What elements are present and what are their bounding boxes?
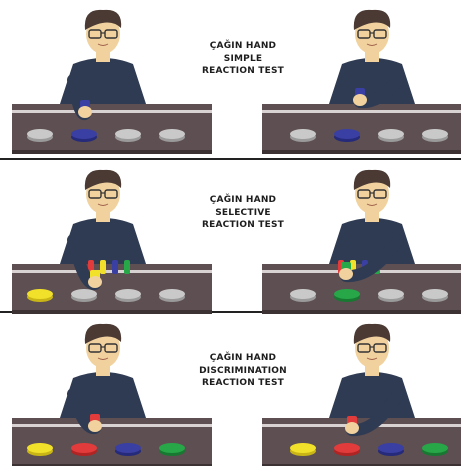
panel-selective [12,170,461,314]
panel-discrimination [12,324,461,466]
pad-blue [71,129,97,139]
hand [339,268,353,280]
panel-divider [0,158,461,160]
peg-blue [112,260,118,274]
caption-line-1: ÇAĞIN HAND [178,40,308,53]
hand [78,106,92,118]
caption-selective: ÇAĞIN HAND SELECTIVE REACTION TEST [178,194,308,232]
table-edge [12,150,212,154]
pad-gray [378,289,404,299]
pad-gray [27,129,53,139]
pad-red [334,443,360,453]
table-rail [12,424,212,427]
peg-yellow [100,260,106,274]
caption-simple: ÇAĞIN HAND SIMPLE REACTION TEST [178,40,308,78]
caption-line-2: SELECTIVE [178,207,308,220]
caption-line-1: ÇAĞIN HAND [178,194,308,207]
table-edge [12,310,212,314]
caption-discrimination: ÇAĞIN HAND DISCRIMINATION REACTION TEST [178,352,308,390]
pad-gray [159,289,185,299]
table-rail [262,110,461,113]
hand [88,420,102,432]
caption-line-2: SIMPLE [178,53,308,66]
pad-gray [115,289,141,299]
pad-blue [378,443,404,453]
pad-yellow [27,443,53,453]
table-rail [12,110,212,113]
hand [353,94,367,106]
pad-gray [159,129,185,139]
caption-line-3: REACTION TEST [178,219,308,232]
pad-gray [290,129,316,139]
pad-blue [334,129,360,139]
table-edge [262,310,461,314]
pad-yellow [290,443,316,453]
pad-gray [290,289,316,299]
panel-simple [12,10,461,154]
pad-gray [422,289,448,299]
peg-green [124,260,130,274]
caption-line-3: REACTION TEST [178,377,308,390]
caption-line-2: DISCRIMINATION [178,365,308,378]
pad-green [159,443,185,453]
hand [345,422,359,434]
pad-gray [115,129,141,139]
pad-green [422,443,448,453]
pad-gray [378,129,404,139]
pad-gray [71,289,97,299]
caption-line-1: ÇAĞIN HAND [178,352,308,365]
caption-line-3: REACTION TEST [178,65,308,78]
pad-yellow [27,289,53,299]
pad-gray [422,129,448,139]
table-edge [262,150,461,154]
pad-red [71,443,97,453]
pad-blue [115,443,141,453]
pad-green [334,289,360,299]
hand [88,276,102,288]
